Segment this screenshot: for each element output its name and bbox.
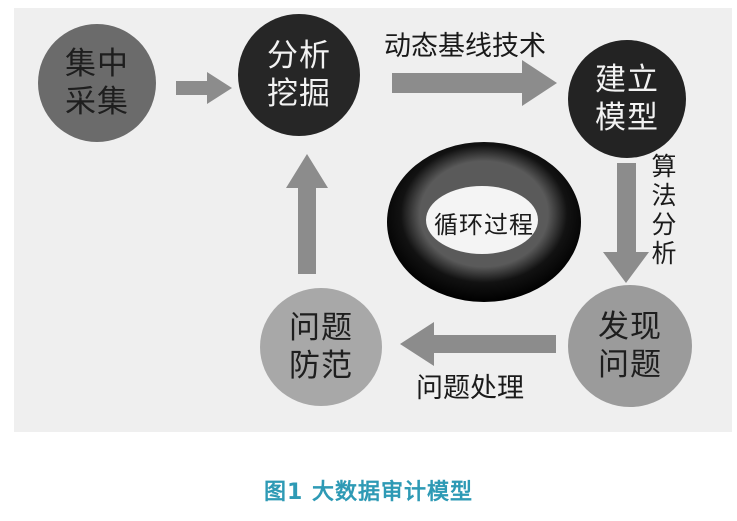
cycle-label: 循环过程 — [434, 211, 534, 239]
edge-label-algorithm-analysis: 算法分析 — [651, 152, 677, 268]
figure-caption: 图1 大数据审计模型 — [264, 480, 473, 505]
arrow-prevent-to-analyze — [286, 154, 328, 274]
edge-label-baseline-tech: 动态基线技术 — [384, 31, 546, 62]
node-prevent: 问题防范 — [260, 288, 382, 406]
arrow-discover-to-prevent — [400, 322, 556, 366]
arrow-analyze-to-model — [392, 60, 557, 106]
node-analyze-label: 分析挖掘 — [267, 38, 331, 112]
edge-label-problem-handling: 问题处理 — [416, 373, 524, 404]
node-discover: 发现问题 — [568, 285, 692, 407]
arrow-model-to-discover — [603, 163, 649, 283]
node-analyze: 分析挖掘 — [238, 14, 360, 136]
cycle-ring-hole — [426, 186, 538, 254]
node-prevent-label: 问题防范 — [289, 310, 353, 384]
node-model-label: 建立模型 — [595, 62, 659, 136]
node-collect-label: 集中采集 — [65, 46, 129, 120]
arrow-collect-to-analyze — [176, 72, 232, 104]
node-model: 建立模型 — [568, 40, 686, 158]
node-collect: 集中采集 — [38, 24, 156, 142]
node-discover-label: 发现问题 — [598, 309, 662, 383]
